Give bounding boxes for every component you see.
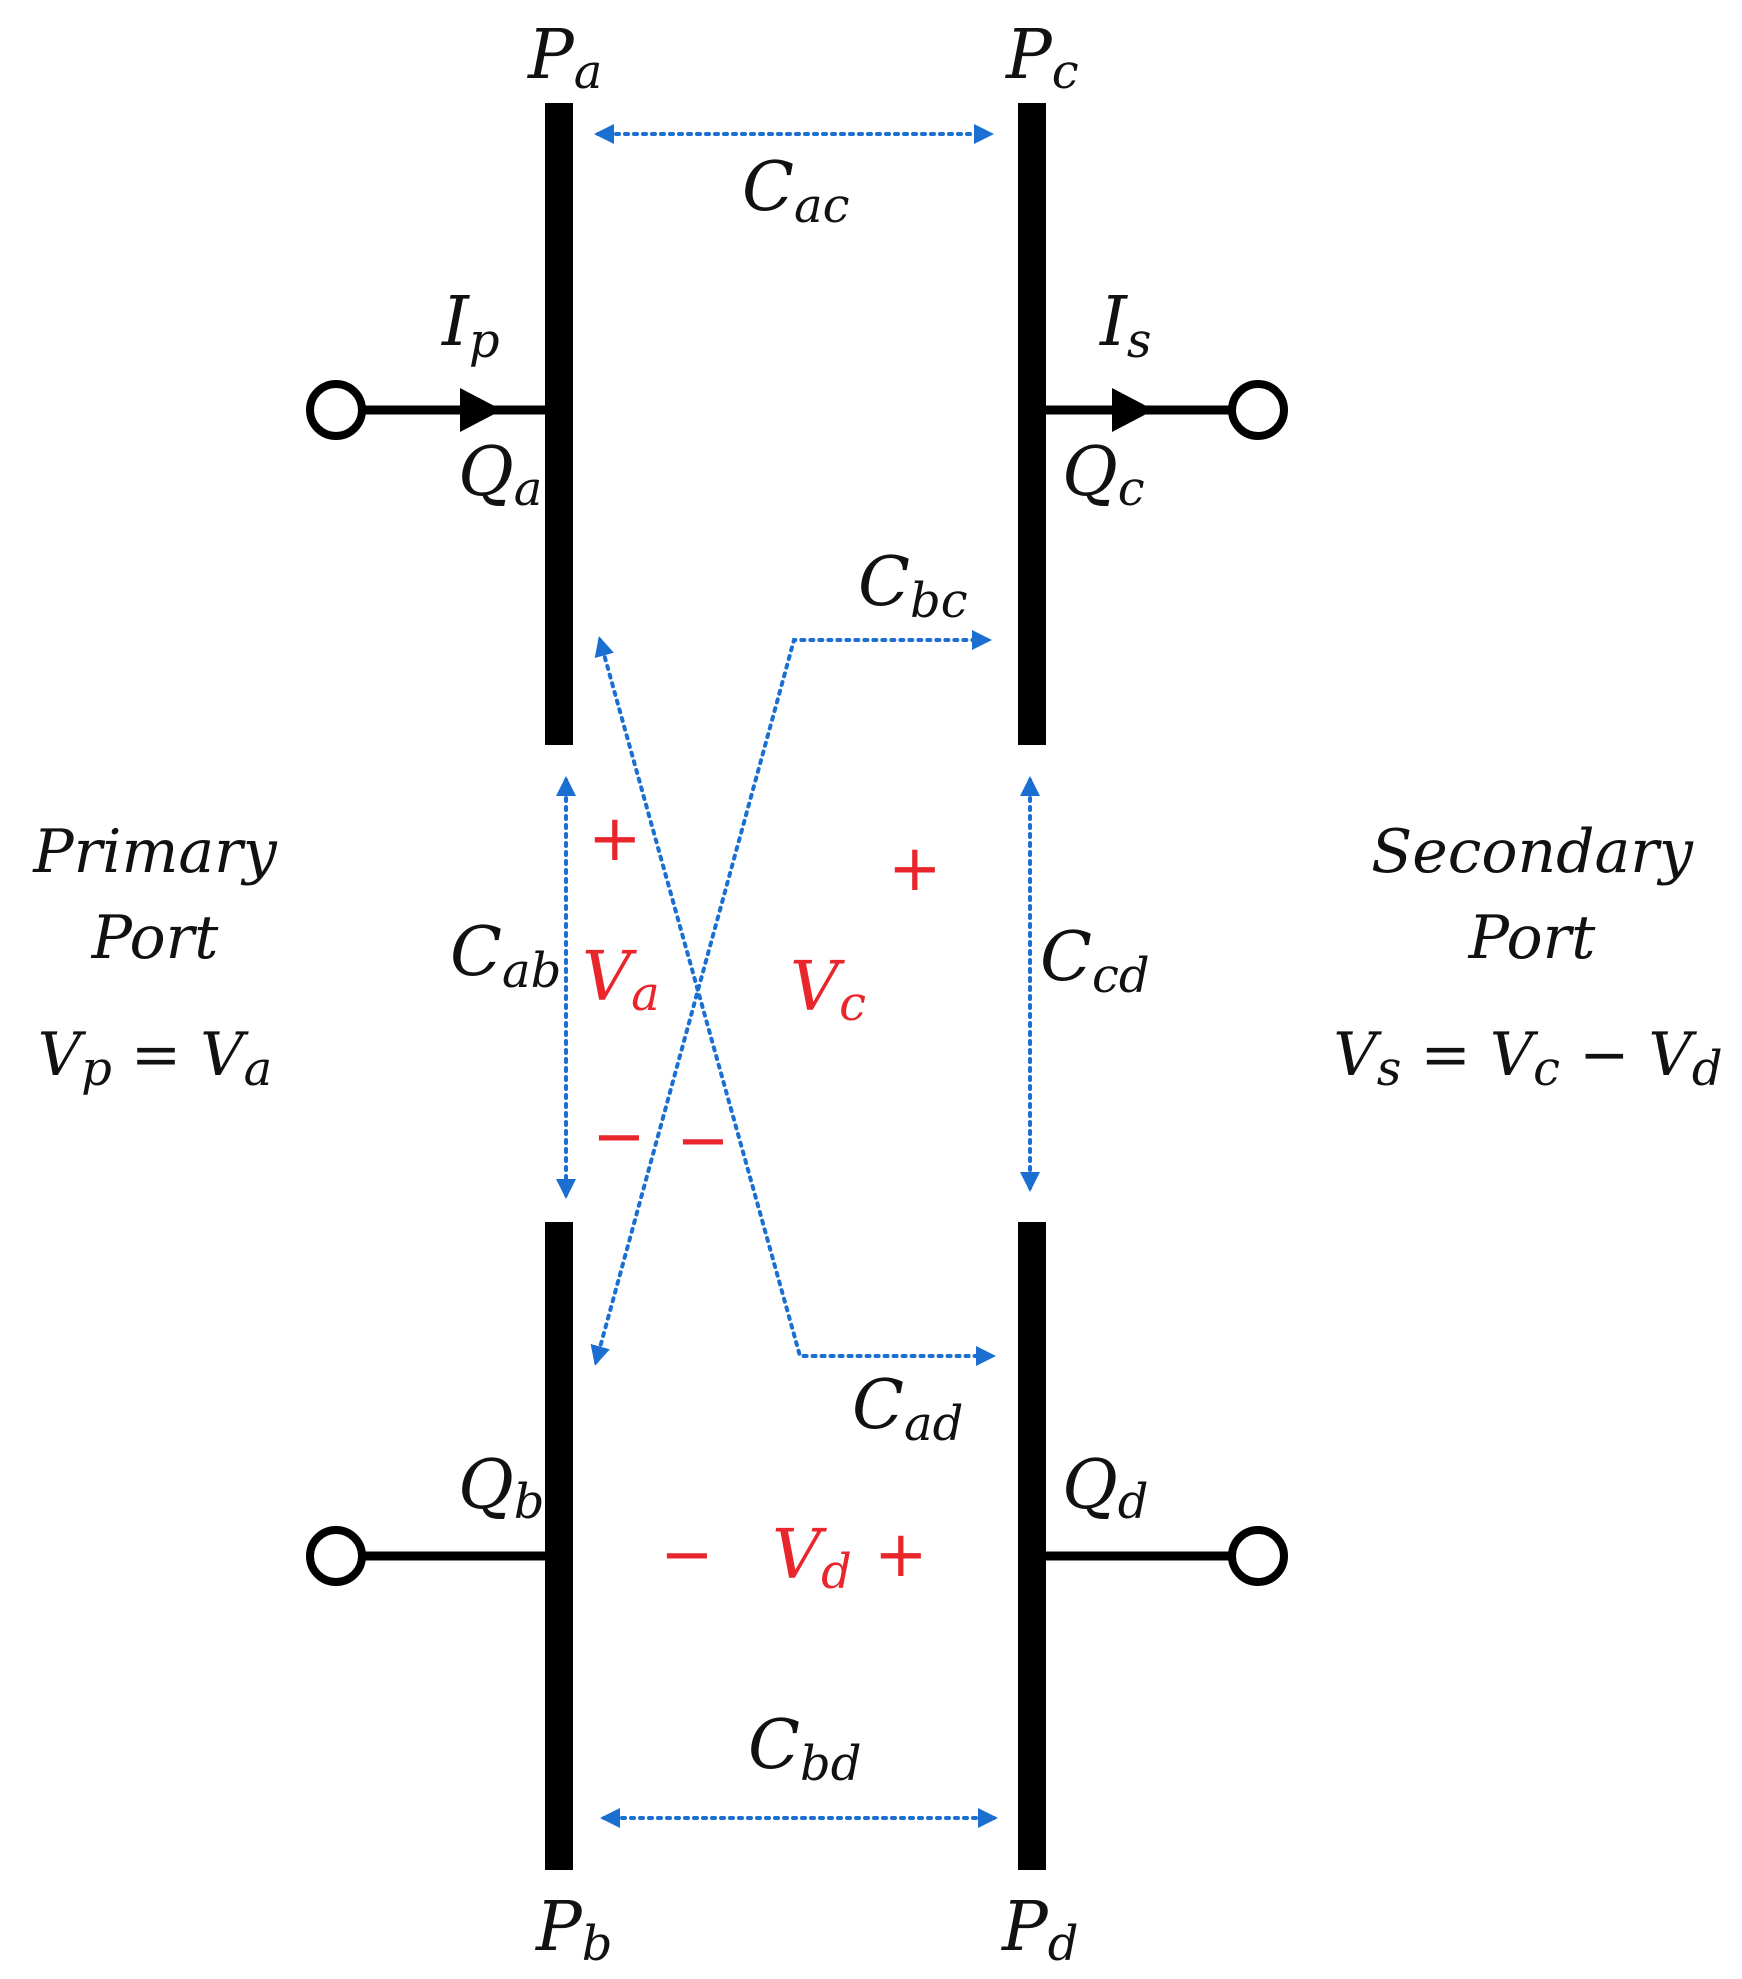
cap-label-cbd: Cbd [748, 1706, 861, 1792]
coupling-cad [594, 636, 996, 1366]
current-label-ip: Ip [440, 283, 500, 369]
plate-b [545, 1222, 573, 1870]
plate-c [1018, 103, 1046, 745]
voltage-label-vc: Vc [790, 948, 866, 1032]
primary-port-title: Primary [32, 817, 278, 887]
plate-d [1018, 1222, 1046, 1870]
polarity-minus-vc: − [676, 1104, 730, 1178]
current-arrow-is-icon [1112, 388, 1154, 432]
voltage-label-vd: Vd [772, 1516, 852, 1600]
node-label-pd: Pd [1000, 1888, 1079, 1972]
polarity-plus-va: + [588, 802, 642, 876]
cap-label-cad: Cad [852, 1366, 963, 1452]
polarity-minus-vd: − [660, 1518, 714, 1592]
terminal-secondary-top[interactable] [1228, 380, 1288, 440]
node-label-pb: Pb [534, 1888, 613, 1972]
charge-label-qa: Qa [458, 433, 542, 517]
terminal-secondary-bottom[interactable] [1228, 1526, 1288, 1586]
terminal-primary-bottom[interactable] [306, 1526, 366, 1586]
cap-label-cac: Cac [742, 148, 850, 234]
secondary-port-title: Secondary [1371, 817, 1694, 887]
secondary-port-equation: Vs = Vc − Vd [1333, 1020, 1722, 1097]
secondary-port-subtitle: Port [1468, 903, 1597, 973]
polarity-plus-vc: + [888, 832, 942, 906]
plate-a [545, 103, 573, 745]
charge-label-qc: Qc [1062, 433, 1145, 517]
terminal-primary-top[interactable] [306, 380, 366, 440]
node-label-pa: Pa [526, 16, 602, 100]
voltage-label-va: Va [582, 938, 660, 1022]
primary-port-equation: Vp = Va [38, 1020, 272, 1097]
node-label-pc: Pc [1004, 16, 1079, 100]
charge-label-qb: Qb [458, 1446, 544, 1530]
polarity-plus-vd: + [874, 1518, 928, 1592]
current-label-is: Is [1098, 283, 1152, 369]
cap-label-cbc: Cbc [858, 543, 968, 629]
cap-label-ccd: Ccd [1040, 918, 1150, 1004]
cap-label-cab: Cab [450, 913, 561, 999]
current-arrow-ip-icon [460, 388, 502, 432]
primary-port-subtitle: Port [91, 903, 220, 973]
polarity-minus-va: − [592, 1100, 646, 1174]
charge-label-qd: Qd [1062, 1446, 1148, 1530]
